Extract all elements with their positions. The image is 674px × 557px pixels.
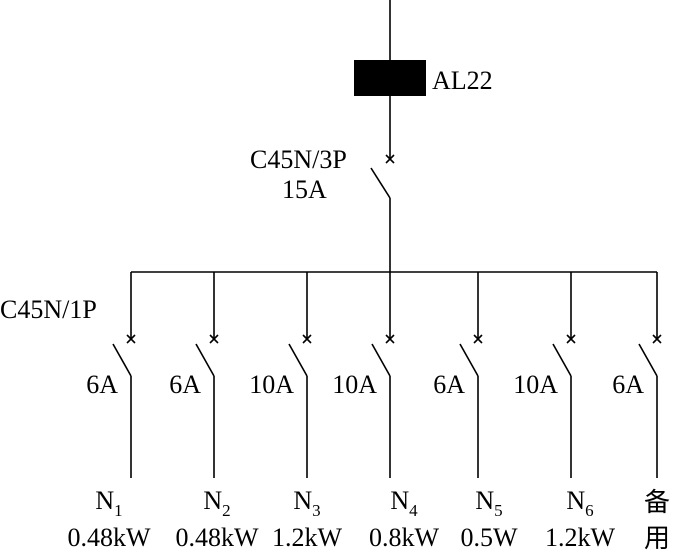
branch-circuit: 10A N3 1.2kW [249,272,342,552]
main-breaker-model-label: C45N/3P [250,145,347,174]
spare-label-line1: 备 [644,488,670,517]
branch-circuit: 6A N5 0.5W [433,272,518,552]
main-breaker-cross-icon [385,154,395,164]
branch-circuit: 10A N4 0.8kW [332,272,439,552]
branch-circuit: 10A N6 1.2kW [513,272,615,552]
branch-load-label: 1.2kW [545,523,616,552]
branch-breaker-blade [288,343,308,377]
branch-rating-label: 6A [433,370,465,399]
branch-breaker-cross-icon [473,334,483,344]
branch-breaker-cross-icon [209,334,219,344]
branch-circuit-name: N3 [293,486,320,520]
main-breaker-blade [370,167,391,199]
branch-breaker-cross-icon [566,334,576,344]
branch-circuit-name: N4 [390,486,418,520]
branch-breaker-blade [552,343,572,377]
branch-breaker-cross-icon [302,334,312,344]
branch-circuit-name: N5 [475,486,502,520]
branch-breaker-model-label: C45N/1P [0,295,97,324]
branch-breaker-blade [638,343,658,377]
spare-label-line2: 用 [644,524,670,553]
branch-breaker-cross-icon [126,334,136,344]
panel-label: AL22 [432,66,493,95]
branch-circuits: 6A N1 0.48kW 6A N2 0.48kW 10A N3 1.2kW 10A N4 0.8kW… [67,272,670,553]
branch-circuit-name: N6 [566,486,593,520]
branch-load-label: 0.48kW [67,523,151,552]
branch-rating-label: 10A [332,370,377,399]
branch-breaker-blade [459,343,479,377]
branch-breaker-blade [195,343,215,377]
branch-rating-label: 6A [612,370,644,399]
branch-circuit-name: N2 [203,486,230,520]
panel-box-al22 [354,60,426,96]
branch-circuit: 6A 备用 [612,272,670,553]
branch-load-label: 0.5W [460,523,518,552]
branch-rating-label: 6A [169,370,201,399]
branch-rating-label: 10A [249,370,294,399]
main-breaker-rating-label: 15A [282,175,327,204]
branch-breaker-blade [112,343,132,377]
branch-circuit: 6A N1 0.48kW [67,272,151,552]
branch-circuit-name: N1 [95,486,122,520]
branch-circuit: 6A N2 0.48kW [169,272,259,552]
branch-load-label: 0.8kW [369,523,440,552]
branch-rating-label: 10A [513,370,558,399]
branch-rating-label: 6A [86,370,118,399]
branch-breaker-blade [371,343,391,377]
branch-breaker-cross-icon [652,334,662,344]
branch-load-label: 0.48kW [175,523,259,552]
branch-load-label: 1.2kW [272,523,343,552]
branch-breaker-cross-icon [385,334,395,344]
